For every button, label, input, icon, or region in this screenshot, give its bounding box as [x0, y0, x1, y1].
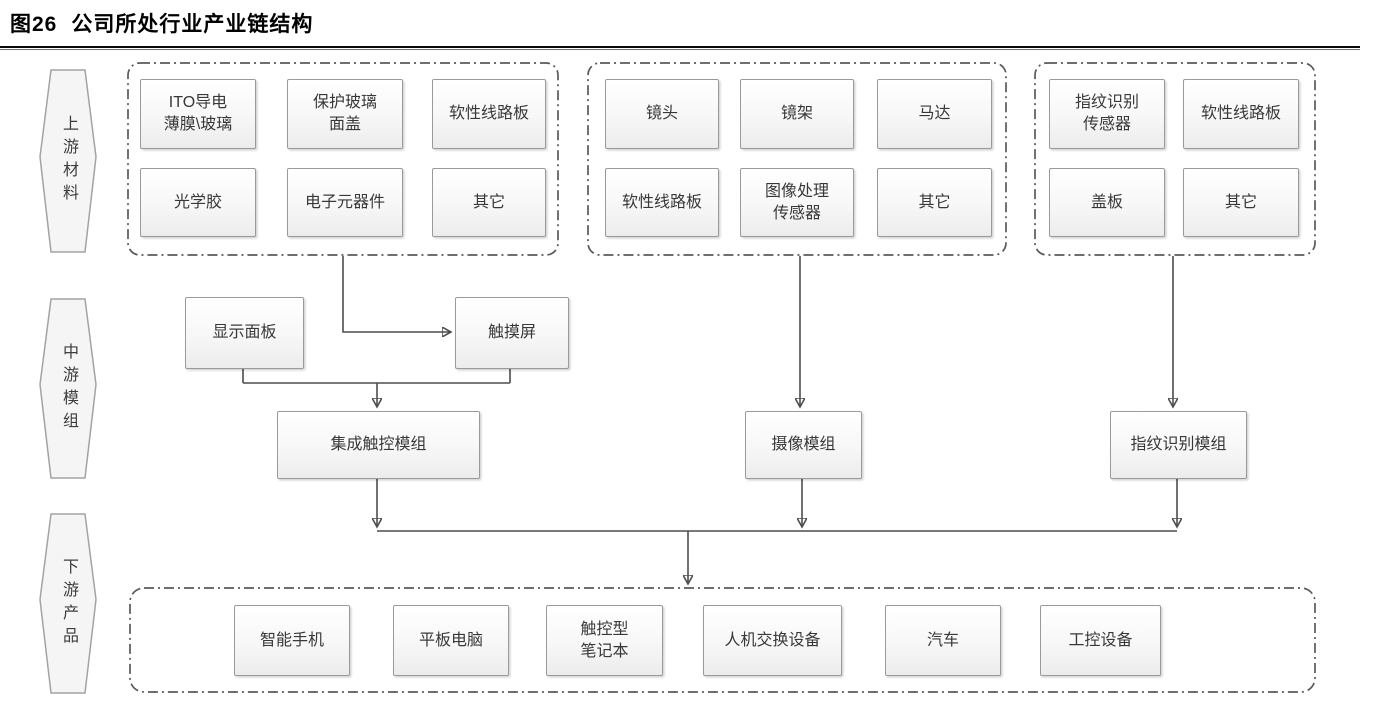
group-downstream-products [129, 587, 1316, 693]
node-electronic-components: 电子元器件 [287, 168, 403, 237]
node-label: 人机交换设备 [724, 631, 821, 649]
node-touch-notebook: 触控型 笔记本 [546, 605, 663, 676]
node-others-fingerprint: 其它 [1183, 168, 1299, 237]
node-label: 汽车 [926, 631, 959, 649]
node-automobile: 汽车 [885, 605, 1001, 676]
node-cover-plate: 盖板 [1049, 168, 1165, 237]
group-touch-materials [127, 62, 559, 256]
node-integrated-touch-module: 集成触控模组 [277, 411, 480, 479]
title-divider-thin [0, 49, 1360, 50]
node-smartphone: 智能手机 [234, 605, 350, 676]
node-flexible-circuit-board-fingerprint: 软性线路板 [1183, 79, 1299, 149]
node-label: 镜头 [645, 105, 678, 123]
node-label: 其它 [472, 193, 505, 211]
node-touch-screen: 触摸屏 [455, 297, 569, 369]
node-fingerprint-sensor: 指纹识别 传感器 [1049, 79, 1165, 149]
node-label: 智能手机 [259, 631, 324, 649]
stage-downstream-products: 下游产品 [38, 512, 98, 695]
node-lens: 镜头 [605, 79, 719, 149]
hexagon-shape [39, 513, 97, 694]
hexagon-shape [39, 69, 97, 253]
node-display-panel: 显示面板 [185, 297, 304, 369]
node-label: 保护玻璃 面盖 [312, 94, 377, 133]
node-ito-conductive-film-glass: ITO导电 薄膜\玻璃 [140, 79, 256, 149]
node-flexible-circuit-board-camera: 软性线路板 [605, 168, 719, 237]
node-flexible-circuit-board-touch: 软性线路板 [432, 79, 546, 149]
node-label: 显示面板 [212, 324, 277, 342]
node-label: 指纹识别 传感器 [1074, 94, 1139, 133]
line-display-touchscreen-merge [242, 367, 511, 384]
stage-upstream-materials: 上游材料 [38, 68, 98, 254]
hexagon-shape [39, 298, 97, 479]
stage-label: 下游产品 [60, 557, 77, 650]
node-others-camera: 其它 [877, 168, 992, 237]
node-camera-module: 摄像模组 [745, 411, 862, 479]
node-label: 软性线路板 [621, 193, 702, 211]
node-others-touch: 其它 [432, 168, 546, 237]
figure-title: 图26 公司所处行业产业链结构 [10, 8, 313, 38]
node-protective-glass-cover: 保护玻璃 面盖 [287, 79, 403, 149]
node-industrial-control-equipment: 工控设备 [1040, 605, 1161, 676]
node-label: 软性线路板 [448, 105, 529, 123]
node-label: 摄像模组 [771, 436, 836, 454]
node-motor: 马达 [877, 79, 992, 149]
node-label: 电子元器件 [304, 193, 385, 211]
node-fingerprint-module: 指纹识别模组 [1110, 411, 1247, 479]
stage-midstream-modules: 中游模组 [38, 297, 98, 480]
node-label: 镜架 [780, 105, 813, 123]
figure-number: 图26 [10, 13, 58, 36]
node-label: ITO导电 薄膜\玻璃 [163, 94, 233, 133]
stage-label: 中游模组 [60, 342, 77, 435]
group-fingerprint-materials [1034, 62, 1316, 256]
arrow-touch-materials-to-touch-screen [342, 256, 451, 332]
figure-title-text: 公司所处行业产业链结构 [71, 13, 314, 36]
node-label: 工控设备 [1068, 631, 1133, 649]
node-label: 盖板 [1090, 193, 1123, 211]
node-optical-adhesive: 光学胶 [140, 168, 256, 237]
node-label: 光学胶 [173, 193, 222, 211]
title-divider [0, 46, 1360, 48]
node-lens-holder: 镜架 [740, 79, 854, 149]
node-label: 平板电脑 [418, 631, 483, 649]
node-label: 图像处理 传感器 [764, 182, 829, 222]
node-tablet: 平板电脑 [393, 605, 509, 676]
node-label: 马达 [918, 105, 951, 123]
node-label: 其它 [918, 193, 951, 211]
node-human-machine-interaction-device: 人机交换设备 [703, 605, 842, 676]
node-label: 指纹识别模组 [1130, 436, 1227, 454]
node-label: 软性线路板 [1200, 105, 1281, 123]
node-label: 其它 [1224, 193, 1257, 211]
node-label: 触控型 笔记本 [580, 620, 629, 660]
node-label: 触摸屏 [487, 324, 536, 342]
node-label: 集成触控模组 [330, 436, 427, 454]
stage-label: 上游材料 [60, 115, 77, 207]
node-image-processing-sensor: 图像处理 传感器 [740, 168, 854, 237]
